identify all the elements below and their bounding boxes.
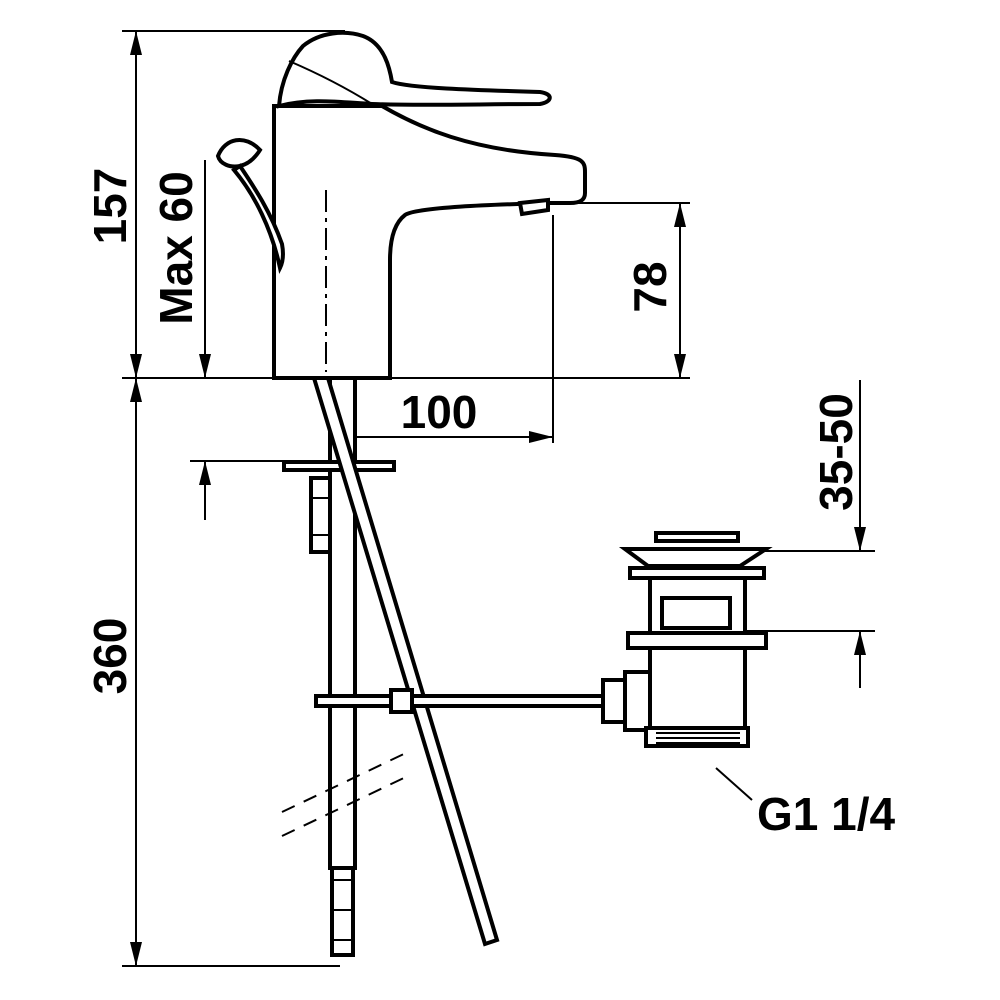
dimension-lines [122,31,866,967]
dim-157-label: 157 [84,168,136,245]
drain-assembly [601,531,773,801]
dim-360-label: 360 [84,618,136,695]
dim-78-label: 78 [624,261,676,312]
below-deck-assembly [281,376,605,957]
dimension-labels: 157 Max 60 78 100 35-50 360 G1 1/4 [84,168,896,840]
extension-lines [122,30,875,632]
dim-max60-label: Max 60 [150,171,202,324]
popup-knob [215,138,286,275]
dim-35-50-label: 35-50 [810,393,862,511]
dim-100-label: 100 [401,386,478,438]
faucet-body [272,30,587,380]
thread-label: G1 1/4 [757,788,896,840]
